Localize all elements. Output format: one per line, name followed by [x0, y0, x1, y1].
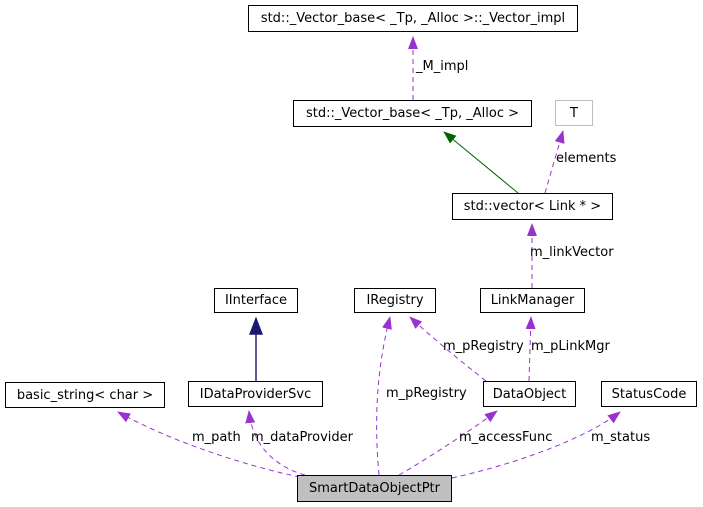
edge-vector-inheritance — [443, 131, 519, 194]
node-vector-base-impl[interactable]: std::_Vector_base< _Tp, _Alloc >::_Vecto… — [248, 5, 578, 32]
edge-label-m-plinkmgr: m_pLinkMgr — [531, 339, 610, 354]
edge-m-accessfunc — [398, 410, 498, 476]
node-std-vector-link[interactable]: std::vector< Link * > — [452, 193, 613, 220]
edge-label-m-pregistry-smart: m_pRegistry — [386, 386, 467, 401]
node-idataprovidersvc[interactable]: IDataProviderSvc — [188, 381, 323, 407]
edge-m-path — [117, 411, 301, 478]
edge-label-m-impl: _M_impl — [416, 59, 469, 74]
node-template-t: T — [555, 100, 593, 126]
node-statuscode[interactable]: StatusCode — [601, 381, 697, 407]
edge-label-elements: elements — [556, 151, 617, 166]
node-linkmanager[interactable]: LinkManager — [480, 288, 585, 313]
node-smartdataobjectptr: SmartDataObjectPtr — [297, 475, 452, 502]
edge-m-pregistry-smart — [376, 316, 392, 476]
edge-label-m-path: m_path — [192, 430, 241, 445]
node-iregistry[interactable]: IRegistry — [354, 288, 436, 313]
node-vector-base[interactable]: std::_Vector_base< _Tp, _Alloc > — [293, 100, 532, 127]
edge-elements — [544, 130, 565, 194]
edge-label-m-dataprovider: m_dataProvider — [251, 430, 353, 445]
edge-label-m-status: m_status — [591, 430, 651, 445]
node-iinterface[interactable]: IInterface — [214, 288, 298, 313]
edge-label-m-pregistry-dataobject: m_pRegistry — [443, 339, 524, 354]
node-dataobject[interactable]: DataObject — [483, 381, 576, 407]
node-basic-string[interactable]: basic_string< char > — [5, 382, 165, 408]
edge-label-m-linkvector: m_linkVector — [530, 245, 614, 260]
edge-m-status — [451, 411, 621, 479]
edge-m-pregistry-dataobject — [409, 316, 487, 382]
edge-label-m-accessfunc: m_accessFunc — [459, 430, 553, 445]
edge-m-plinkmgr — [525, 316, 536, 382]
